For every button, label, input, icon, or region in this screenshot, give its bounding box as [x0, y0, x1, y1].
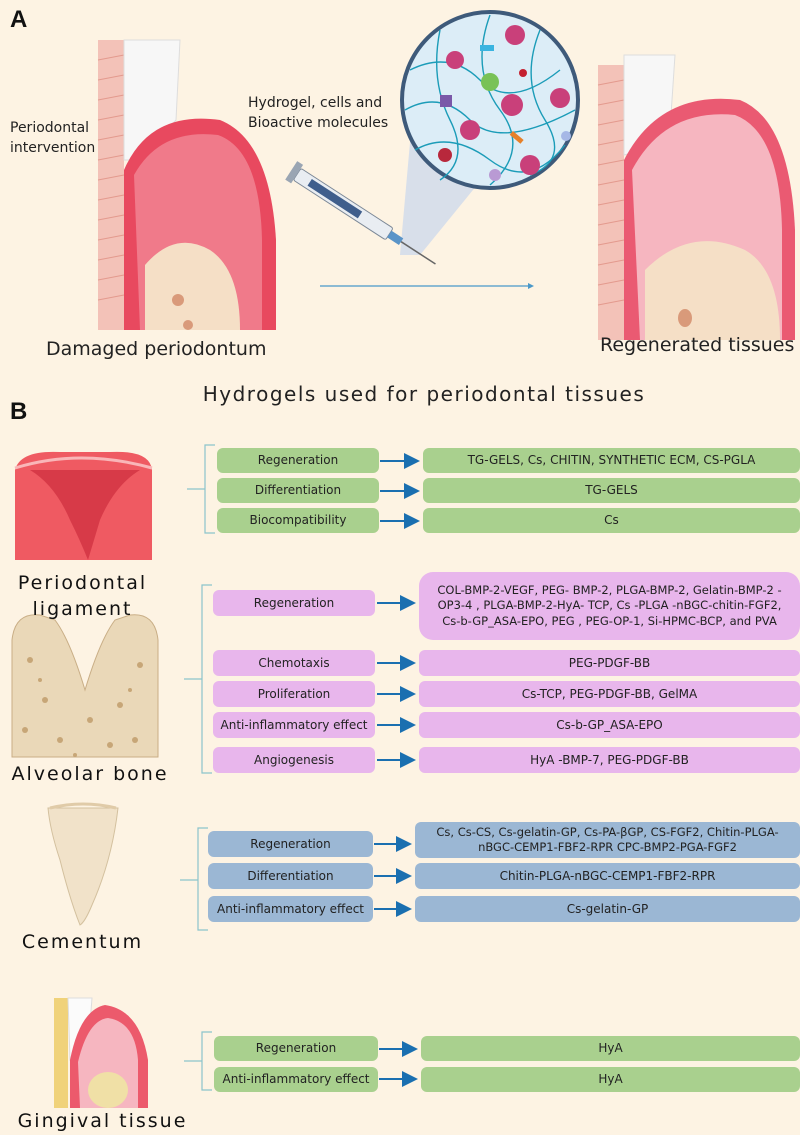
property-box: Regeneration [217, 448, 379, 473]
hydrogel-box: Cs-b-GP_ASA-EPO [419, 712, 800, 738]
property-box: Regeneration [208, 831, 373, 857]
hydrogel-box: Cs-gelatin-GP [415, 896, 800, 922]
hydrogel-box: Chitin-PLGA-nBGC-CEMP1-FBF2-RPR [415, 863, 800, 889]
regenerated-tissues-caption: Regenerated tissues [600, 334, 794, 356]
property-box: Chemotaxis [213, 650, 375, 676]
property-box: Biocompatibility [217, 508, 379, 533]
bracket-cementum [180, 828, 208, 930]
property-box: Anti-inflammatory effect [208, 896, 373, 922]
hydrogel-box: HyA -BMP-7, PEG-PDGF-BB [419, 747, 800, 773]
hydrogel-box: Cs [423, 508, 800, 533]
damaged-periodontum-caption: Damaged periodontum [46, 338, 266, 360]
bracket-alveolar-bone [184, 585, 212, 773]
property-box: Differentiation [217, 478, 379, 503]
property-box: Differentiation [208, 863, 373, 889]
panel-a-illustration [0, 0, 800, 380]
bracket-gingival-tissue [184, 1032, 212, 1090]
property-box: Proliferation [213, 681, 375, 707]
tissue-name-gingival-tissue: Gingival tissue [0, 1110, 205, 1132]
hydrogel-box: HyA [421, 1067, 800, 1092]
periodontal-ligament-illustration [15, 452, 152, 560]
property-box: Angiogenesis [213, 747, 375, 773]
property-box: Anti-inflammatory effect [214, 1067, 378, 1092]
hydrogel-box: Cs-TCP, PEG-PDGF-BB, GelMA [419, 681, 800, 707]
property-box: Regeneration [214, 1036, 378, 1061]
hydrogel-box: COL-BMP-2-VEGF, PEG- BMP-2, PLGA-BMP-2, … [419, 572, 800, 640]
hydrogel-magnified-view [400, 12, 578, 255]
tissue-name-periodontal-ligament: Periodontal ligament [0, 571, 165, 622]
bracket-periodontal-ligament [187, 445, 215, 533]
hydrogel-box: PEG-PDGF-BB [419, 650, 800, 676]
periodontal-intervention-label: Periodontal intervention [10, 118, 95, 159]
property-box: Regeneration [213, 590, 375, 616]
tissue-name-cementum: Cementum [0, 931, 165, 953]
hydrogel-box: TG-GELS [423, 478, 800, 503]
hydrogel-box: HyA [421, 1036, 800, 1061]
damaged-periodontum-illustration [98, 40, 276, 330]
gingival-tissue-illustration [54, 998, 148, 1108]
tissue-name-alveolar-bone: Alveolar bone [0, 763, 180, 785]
hydrogel-box: Cs, Cs-CS, Cs-gelatin-GP, Cs-PA-βGP, CS-… [415, 822, 800, 858]
hydrogel-cells-label: Hydrogel, cells and Bioactive molecules [248, 93, 388, 134]
cementum-illustration [48, 804, 118, 925]
regenerated-tissue-illustration [598, 55, 795, 340]
alveolar-bone-illustration [12, 615, 158, 757]
hydrogel-box: TG-GELS, Cs, CHITIN, SYNTHETIC ECM, CS-P… [423, 448, 800, 473]
panel-b-title: Hydrogels used for periodontal tissues [0, 382, 800, 406]
property-box: Anti-inflammatory effect [213, 712, 375, 738]
